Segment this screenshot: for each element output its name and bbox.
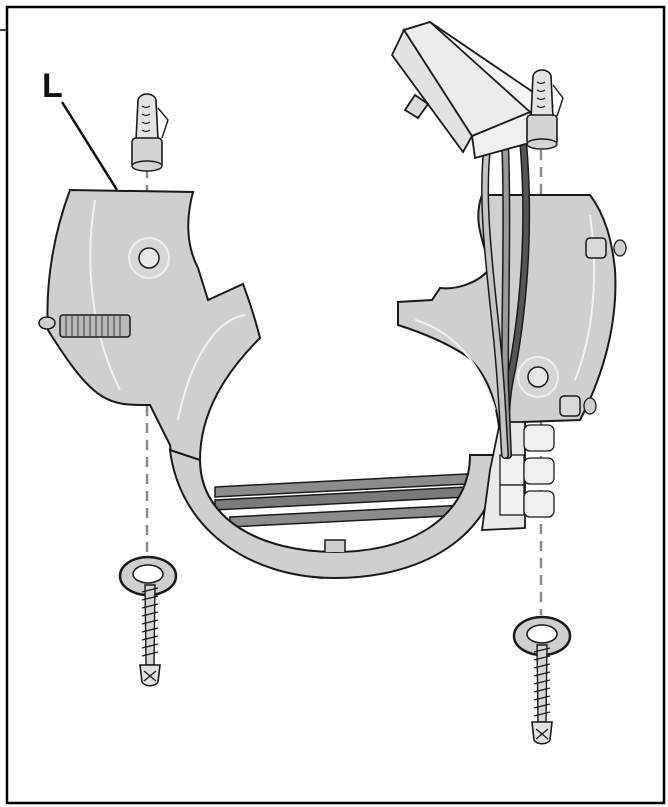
bracket-right-highlight xyxy=(574,214,596,381)
bracket-right-hole xyxy=(527,366,549,388)
anchor-right-fin xyxy=(552,84,564,117)
terminal-block xyxy=(480,421,555,531)
anchor-left-body xyxy=(135,93,159,141)
screw-left-threads xyxy=(141,587,159,657)
anchor-left-fin xyxy=(157,107,169,139)
screw-left xyxy=(139,584,161,687)
callout-L-leader xyxy=(60,101,119,191)
connector-tab xyxy=(403,93,430,120)
bracket-left-highlight xyxy=(89,199,121,391)
screw-left-cross xyxy=(143,670,157,682)
terminal-cell-1 xyxy=(499,454,525,486)
terminal-cell-2 xyxy=(499,484,525,516)
peg-upper-tip xyxy=(613,239,627,257)
terminal-plug-3 xyxy=(523,490,555,518)
terminal-plug-2 xyxy=(523,457,555,485)
washer-left-inner xyxy=(132,564,164,584)
anchor-right-end xyxy=(526,138,558,150)
wall-anchor-right xyxy=(526,69,564,150)
anchor-left-end xyxy=(131,160,163,172)
peg-upper xyxy=(585,237,607,259)
connector-side xyxy=(402,20,532,138)
screw-right-head xyxy=(531,721,553,745)
pin-threads xyxy=(65,316,121,336)
washer-right-inner xyxy=(526,624,558,644)
screw-right-cross xyxy=(535,728,549,740)
peg-lower xyxy=(559,395,581,417)
pin-tip-left xyxy=(38,316,56,330)
callout-L: L xyxy=(42,67,119,191)
bracket-left-hole xyxy=(138,247,160,269)
cables-vertical xyxy=(481,136,531,459)
anchor-right-body xyxy=(530,69,554,119)
wall-anchor-left xyxy=(131,93,169,172)
screw-right xyxy=(531,644,553,745)
cable-mid-fill xyxy=(502,137,511,458)
peg-lower-tip xyxy=(583,397,597,415)
callout-L-text: L xyxy=(42,67,63,105)
washer-left xyxy=(118,555,178,597)
bracket-right-arc-highlight xyxy=(414,319,496,411)
anchor-left-ribs xyxy=(141,105,151,133)
bracket-left-arc-highlight xyxy=(177,314,246,421)
terminal-plug-1 xyxy=(523,424,555,452)
cable-connector xyxy=(390,20,555,160)
cable-light-fill xyxy=(482,137,508,458)
screw-right-threads xyxy=(533,647,551,717)
ring-notch xyxy=(324,539,346,552)
anchor-right-ribs xyxy=(536,81,546,109)
